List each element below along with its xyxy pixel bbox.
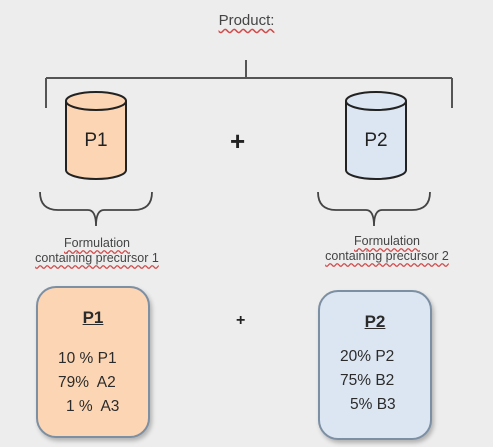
plus-operator-top: + bbox=[230, 126, 246, 156]
brace-p1 bbox=[39, 191, 153, 227]
composition-row: 79% A2 bbox=[58, 374, 116, 391]
composition-row: 75% B2 bbox=[340, 372, 395, 389]
cylinder-p2 bbox=[345, 91, 407, 180]
caption-p2-line1: Formulation bbox=[354, 234, 420, 248]
composition-title-p1: P1 bbox=[82, 308, 104, 327]
caption-p2-line2: containing precursor 2 bbox=[325, 249, 449, 263]
composition-row: 20% P2 bbox=[340, 348, 395, 365]
caption-p1: Formulation containing precursor 1 bbox=[2, 236, 192, 266]
composition-title-p2: P2 bbox=[364, 312, 386, 331]
composition-row: 1 % A3 bbox=[66, 398, 120, 415]
cylinder-p1 bbox=[65, 91, 127, 180]
composition-box-p2: P2 20% P2 75% B2 5% B3 bbox=[318, 290, 432, 440]
brace-p2 bbox=[317, 191, 431, 227]
caption-p2: Formulation containing precursor 2 bbox=[292, 234, 482, 264]
cylinder-label-p1: P1 bbox=[84, 130, 108, 151]
composition-row: 10 % P1 bbox=[58, 350, 117, 367]
composition-row: 5% B3 bbox=[350, 396, 396, 413]
caption-p1-line1: Formulation bbox=[64, 236, 130, 250]
cylinder-label-p2: P2 bbox=[364, 130, 388, 151]
composition-box-p1: P1 10 % P1 79% A2 1 % A3 bbox=[36, 286, 150, 438]
page-title: Product: bbox=[218, 12, 275, 29]
caption-p1-line2: containing precursor 1 bbox=[35, 251, 159, 265]
plus-operator-bottom: + bbox=[236, 312, 246, 329]
